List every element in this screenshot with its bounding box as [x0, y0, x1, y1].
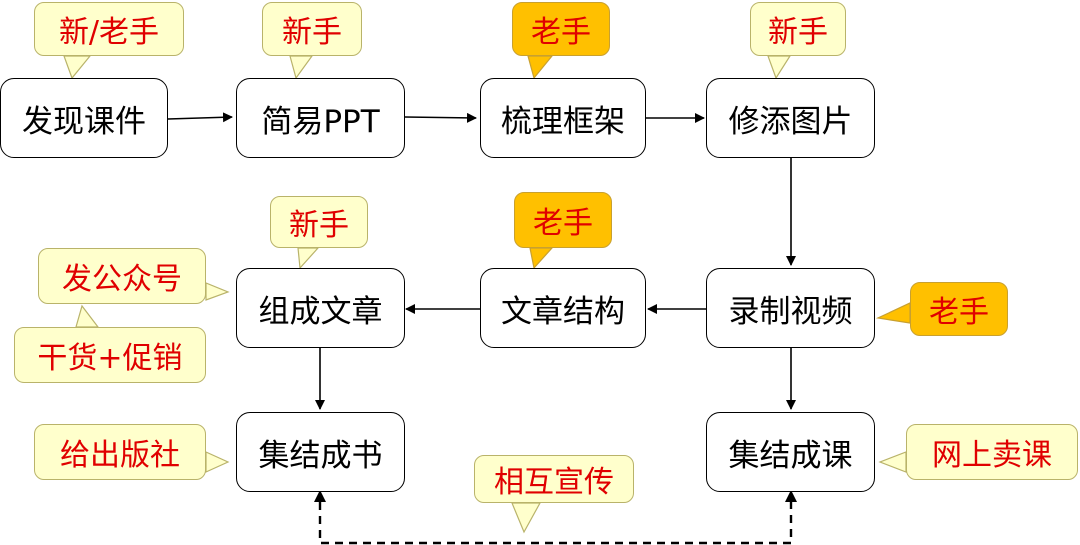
node-images: 修添图片: [706, 78, 875, 158]
arrow-discover-to-ppt: [167, 112, 233, 123]
dashed-arrowheads: [314, 490, 797, 502]
tag-simple-ppt: 新手: [262, 2, 362, 56]
node-book: 集结成书: [236, 412, 405, 492]
node-discover: 发现课件: [0, 78, 168, 158]
node-record: 录制视频: [706, 268, 875, 348]
flow-arrows: [167, 112, 796, 410]
tag-record: 老手: [910, 282, 1008, 336]
node-course: 集结成课: [706, 412, 875, 492]
tag-outline: 老手: [512, 2, 610, 56]
tag-compose: 新手: [270, 196, 368, 248]
tag-wechat: 发公众号: [38, 248, 206, 304]
dashed-mutual-connector: [318, 502, 793, 545]
veteran-callout-pointers: [527, 55, 911, 324]
tag-promo: 干货+促销: [14, 327, 206, 383]
node-compose: 组成文章: [236, 268, 405, 348]
node-simple-ppt: 简易PPT: [236, 78, 405, 158]
node-outline: 梳理框架: [480, 78, 646, 158]
tag-online: 网上卖课: [906, 424, 1078, 480]
node-article-structure: 文章结构: [480, 268, 646, 348]
arrow-ppt-to-outline: [404, 112, 477, 123]
tag-discover: 新/老手: [34, 2, 184, 56]
tag-mutual: 相互宣传: [474, 455, 634, 503]
tag-images: 新手: [750, 2, 846, 56]
tag-publisher: 给出版社: [34, 424, 206, 480]
tag-article-structure: 老手: [514, 192, 612, 248]
